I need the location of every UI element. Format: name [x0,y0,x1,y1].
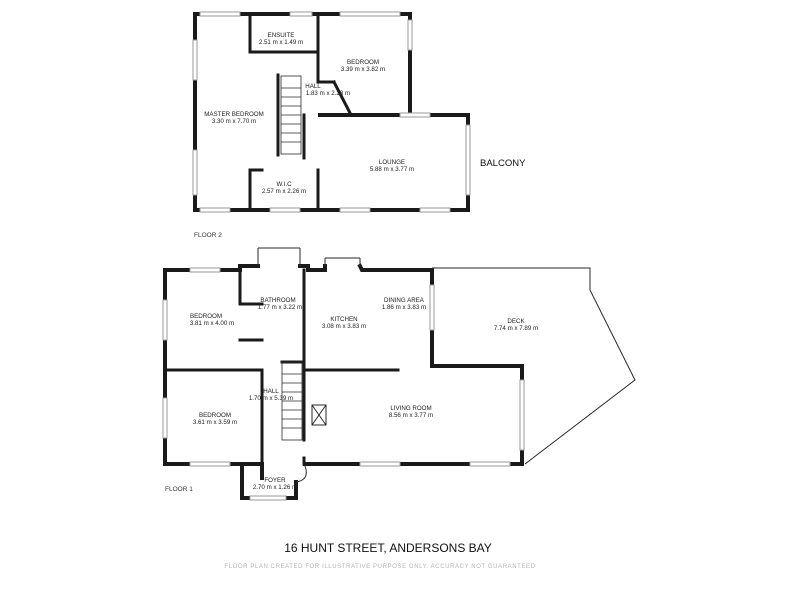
floor-2-window [269,207,301,213]
fireplace-icon [311,404,327,426]
room-name-dining-area: DINING AREA [384,297,425,304]
floor-2-bedroom-door-wall [331,79,353,116]
room-name-wic: W.I.C [276,181,292,188]
front-door-swing [295,465,307,483]
room-dims-hall: 1.70 m x 5.39 m [249,395,293,402]
room-dims-dining-area: 1.86 m x 3.83 m [382,304,426,311]
floor-2-window [192,149,198,196]
floor-2-window [192,39,198,81]
room-dims-wic: 2.57 m x 2.26 m [262,188,306,195]
room-name-bedroom: BEDROOM [190,313,222,320]
floor-1-living-north-wall [302,360,400,372]
floor-2-outer-wall-east-south [193,113,470,212]
room-dims-lounge: 5.88 m x 3.77 m [370,166,414,173]
floor-2-window [199,11,241,17]
property-address: 16 HUNT STREET, ANDERSONS BAY [284,541,492,555]
floor-2-window [399,112,431,118]
balcony-label: BALCONY [480,158,526,169]
room-name-bathroom: BATHROOM [260,297,295,304]
floor-2-window [339,11,401,17]
floor-1-window [162,397,168,439]
room-name-master-bedroom: MASTER BEDROOM [204,111,263,118]
room-name-ensuite: ENSUITE [268,32,295,39]
floor-1-staircase [281,361,303,441]
floor-1-foyer-window [249,495,287,501]
room-dims-hall: 1.83 m x 2.23 m [306,90,350,97]
room-dims-master-bedroom: 3.30 m x 7.70 m [212,118,256,125]
disclaimer-text: FLOOR PLAN CREATED FOR ILLUSTRATIVE PURP… [224,564,535,570]
room-name-deck: DECK [507,318,525,325]
floor-1-outer-wall-west [163,264,260,466]
room-name-bedroom: BEDROOM [199,412,231,419]
room-dims-foyer: 2.70 m x 1.26 m [253,484,297,491]
room-dims-kitchen: 3.08 m x 3.83 m [322,323,366,330]
floor-1-deck-door [519,379,525,451]
room-name-hall: HALL [263,388,279,395]
floor-2-window [339,207,371,213]
room-dims-bathroom: 1.77 m x 3.22 m [258,304,302,311]
floor-1-window [162,299,168,341]
deck-outline [432,267,636,465]
floor-1-bathroom-west-wall [238,268,264,306]
room-name-kitchen: KITCHEN [330,316,357,323]
floor-2-window [289,11,313,17]
floor-2-window [407,19,413,51]
room-dims-living-room: 8.56 m x 3.77 m [389,412,433,419]
floor-2-window [419,207,451,213]
floor-1-label: FLOOR 1 [165,486,193,493]
room-name-lounge: LOUNGE [379,159,405,166]
room-dims-ensuite: 2.51 m x 1.49 m [259,39,303,46]
floor-1-window [469,461,511,467]
floor-1-window [189,267,221,273]
room-dims-bedroom: 3.39 m x 3.82 m [341,66,385,73]
floor-1-window [359,461,401,467]
floor-2-label: FLOOR 2 [194,232,222,239]
room-name-bedroom: BEDROOM [347,59,379,66]
room-name-living-room: LIVING ROOM [390,405,431,412]
room-dims-deck: 7.74 m x 7.89 m [494,325,538,332]
room-name-foyer: FOYER [264,477,286,484]
floor-2-staircase [280,75,302,155]
floor-1-outer-wall-north-a [298,264,327,272]
floor-1-outer-wall-east [303,268,524,466]
floor-1-outer-wall-north-b [357,263,434,272]
floor-2-balcony-door [465,124,471,196]
floor-1-window [429,284,435,331]
floor-2-window [199,207,231,213]
floor-1-window [189,461,231,467]
room-dims-bedroom: 3.81 m x 4.00 m [190,320,234,327]
room-name-hall: HALL [305,83,321,90]
floor-1-plan: BATHROOM 1.77 m x 3.22 m BEDROOM 3.81 m … [162,247,636,501]
floor-2-plan: ENSUITE 2.51 m x 1.49 m BEDROOM 3.39 m x… [192,11,526,239]
room-dims-bedroom: 3.61 m x 3.59 m [193,419,237,426]
floor-2-ensuite-wall [248,15,320,54]
